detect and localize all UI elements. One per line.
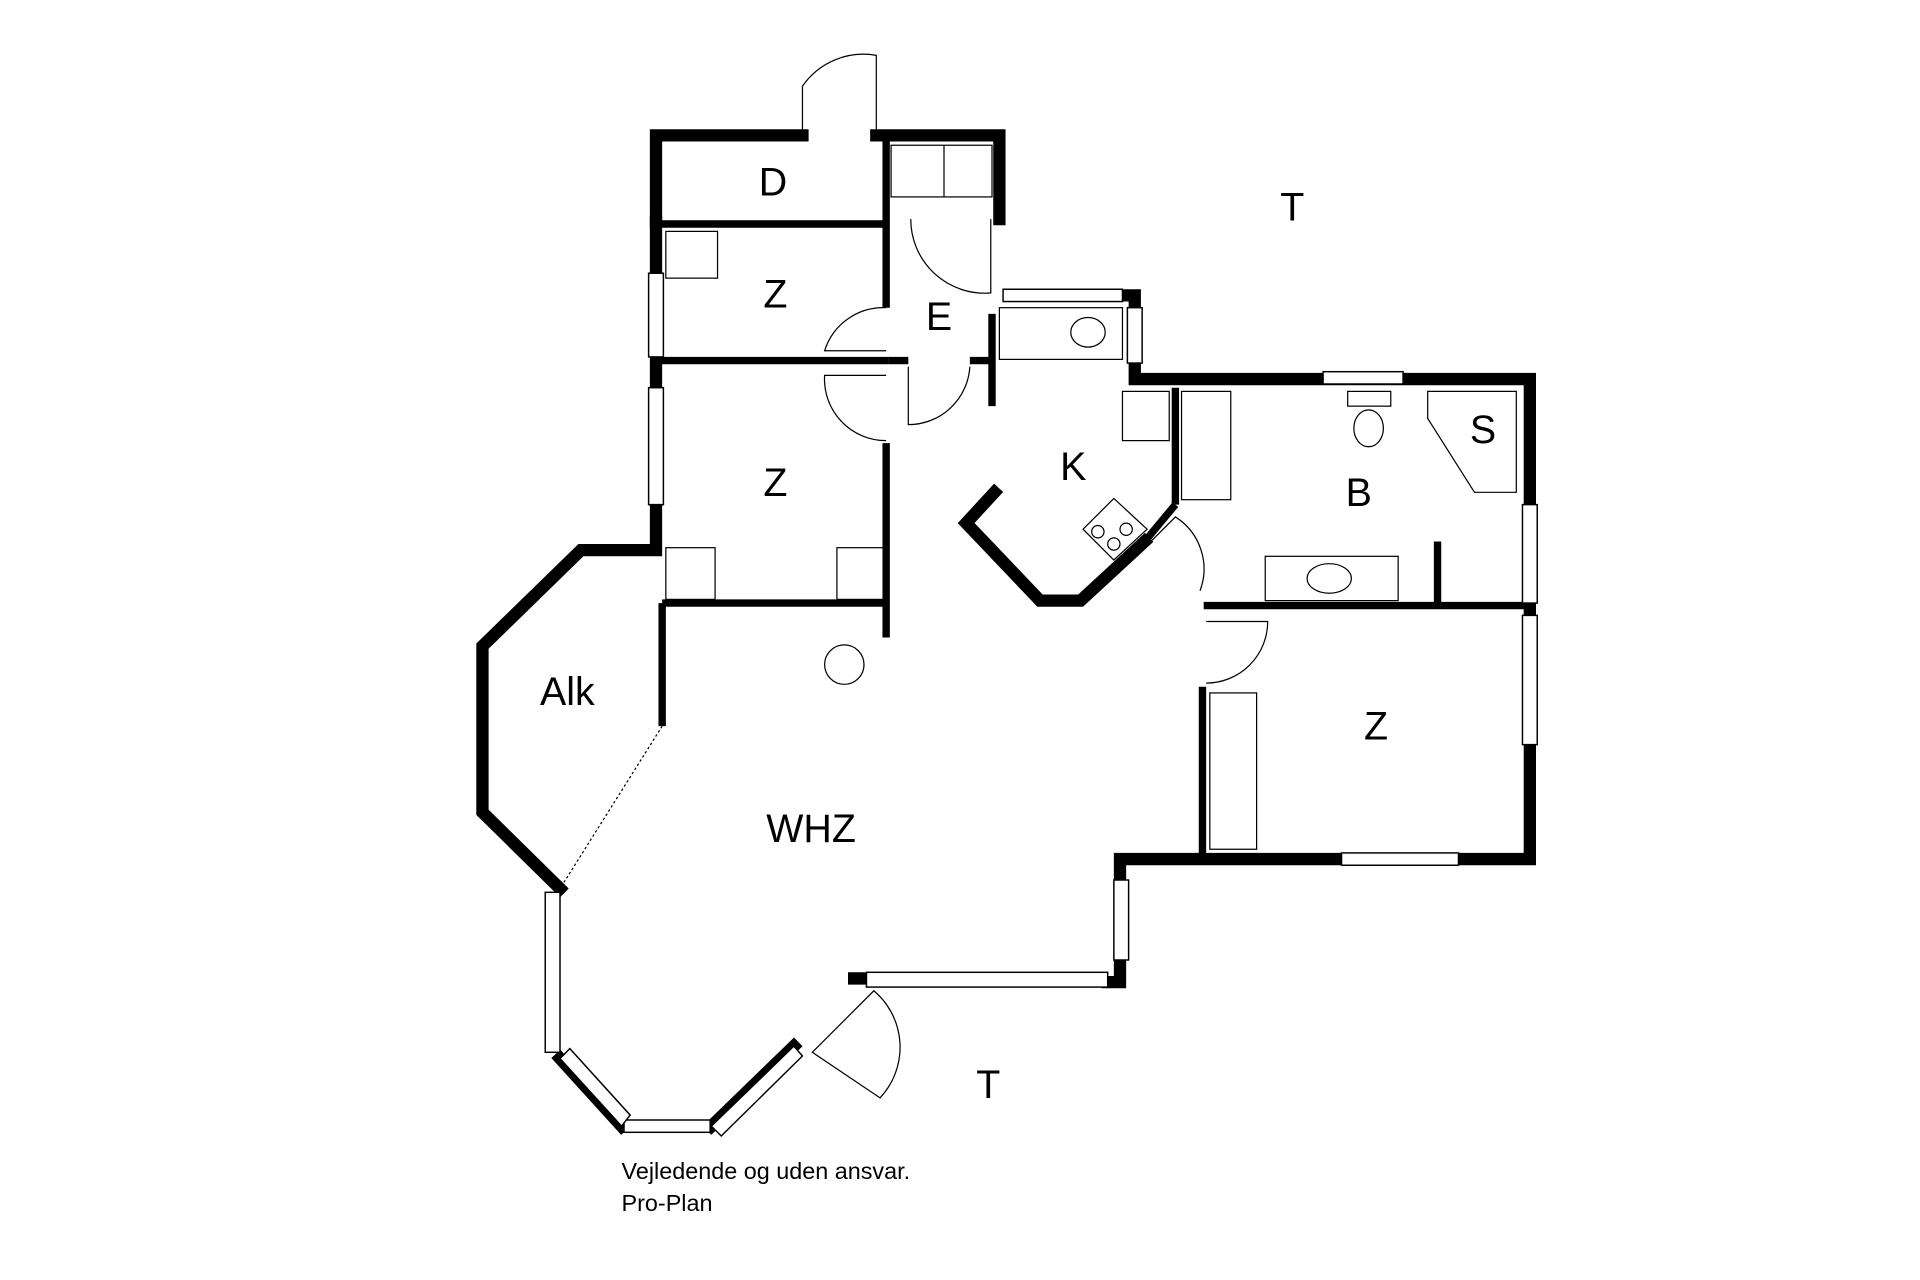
terrace-label-top: T [1280, 185, 1304, 229]
room-label-z2: Z [763, 461, 787, 505]
room-label-d: D [759, 161, 787, 205]
room-label-z3: Z [1364, 705, 1388, 749]
room-label-z1: Z [763, 273, 787, 317]
terrace-label-bottom: T [976, 1063, 1000, 1107]
room-labels: D Z E Z K B S Alk WHZ Z T T [540, 161, 1496, 1107]
disclaimer-text: Vejledende og uden ansvar. [622, 1158, 911, 1184]
company-text: Pro-Plan [622, 1190, 713, 1216]
room-label-b: B [1346, 471, 1372, 515]
windows [544, 272, 1538, 1138]
room-label-s: S [1470, 408, 1496, 452]
room-label-e: E [926, 295, 952, 339]
fixtures [665, 144, 1517, 850]
doors [801, 53, 1269, 1099]
room-label-alk: Alk [540, 670, 595, 714]
room-label-whz: WHZ [766, 807, 856, 851]
room-label-k: K [1060, 445, 1086, 489]
